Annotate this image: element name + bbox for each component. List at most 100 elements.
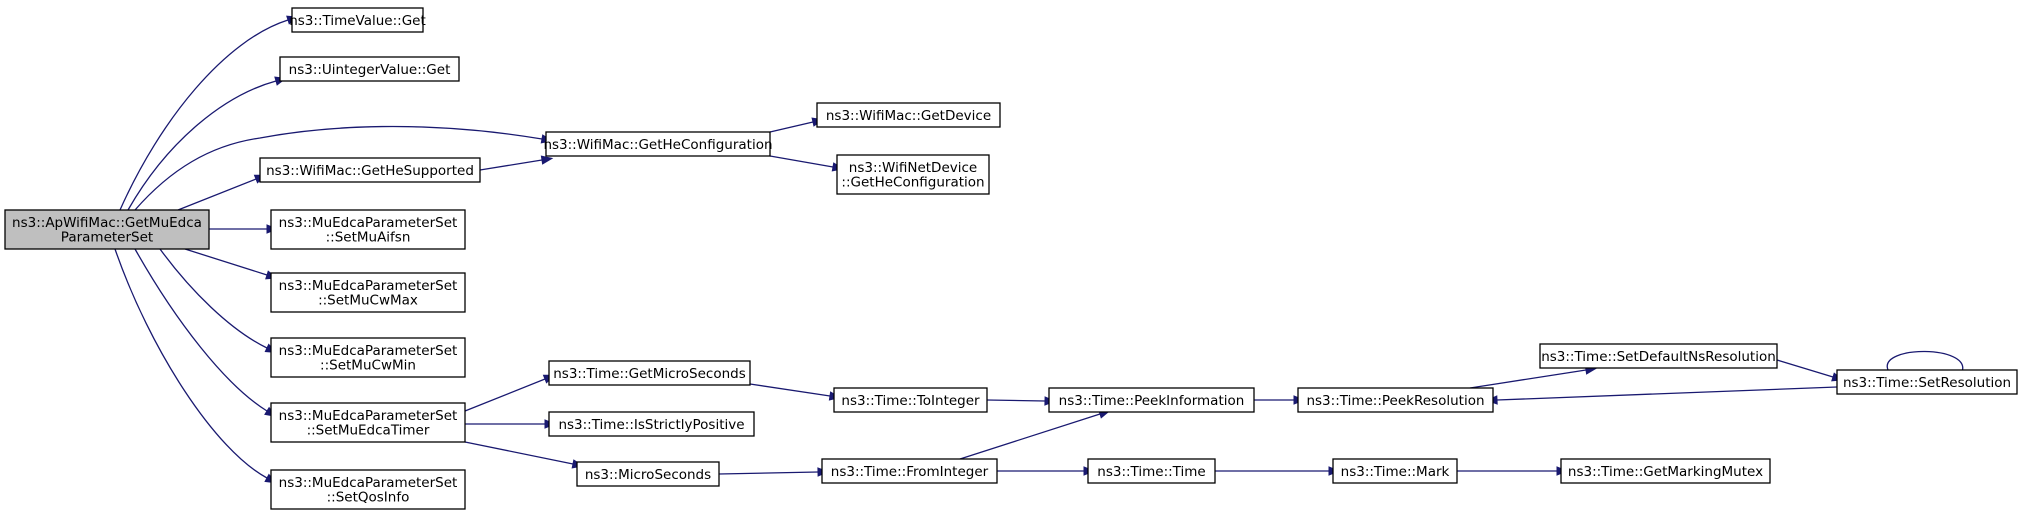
node-uvget[interactable]: ns3::UintegerValue::Get — [279, 56, 460, 82]
node-gms[interactable]: ns3::Time::GetMicroSeconds — [548, 360, 751, 386]
edge-line — [159, 248, 268, 349]
node-label: ns3::MuEdcaParameterSet — [279, 408, 458, 424]
edge-root-to-cwmax — [184, 248, 278, 280]
edge-line — [1886, 350, 1964, 373]
edge-micro-to-fromint — [718, 467, 830, 477]
node-fromint[interactable]: ns3::Time::FromInteger — [821, 458, 998, 484]
node-label: ns3::UintegerValue::Get — [289, 62, 451, 78]
edge-root-to-aifsn — [209, 224, 279, 234]
node-ttime[interactable]: ns3::Time::Time — [1087, 458, 1216, 484]
node-tvget[interactable]: ns3::TimeValue::Get — [289, 7, 426, 33]
node-box — [270, 272, 466, 313]
node-label: ns3::Time::FromInteger — [831, 464, 989, 480]
edge-line — [464, 378, 546, 412]
node-box — [1048, 387, 1255, 413]
node-label: ns3::WifiMac::GetHeSupported — [266, 163, 474, 179]
node-box — [548, 360, 751, 386]
edge-hesup-to-hecfg — [479, 155, 554, 171]
edge-hecfg-to-getdev — [769, 117, 825, 133]
node-qos[interactable]: ns3::MuEdcaParameterSet::SetQosInfo — [270, 469, 466, 510]
node-ndhecfg[interactable]: ns3::WifiNetDevice::GetHeConfiguration — [836, 154, 990, 195]
node-micro[interactable]: ns3::MicroSeconds — [576, 461, 720, 487]
node-box — [548, 411, 755, 437]
edge-line — [177, 178, 257, 211]
node-label: ::SetMuAifsn — [326, 230, 411, 246]
edge-setres-to-peekres — [1485, 386, 1838, 405]
node-box — [1332, 458, 1458, 484]
edge-root-to-qos — [114, 248, 277, 484]
node-cwmin[interactable]: ns3::MuEdcaParameterSet::SetMuCwMin — [270, 337, 466, 378]
node-label: ns3::Time::PeekInformation — [1059, 393, 1245, 409]
edge-gms-to-toint — [749, 383, 842, 401]
node-label: ns3::Time::GetMicroSeconds — [553, 366, 746, 382]
edge-line — [464, 441, 574, 465]
node-label: ns3::MuEdcaParameterSet — [279, 215, 458, 231]
node-label: ns3::MuEdcaParameterSet — [279, 343, 458, 359]
edge-hecfg-to-ndhecfg — [769, 155, 845, 172]
node-cwmax[interactable]: ns3::MuEdcaParameterSet::SetMuCwMax — [270, 272, 466, 313]
node-layer: ns3::ApWifiMac::GetMuEdcaParameterSetns3… — [4, 7, 2018, 510]
node-box — [270, 402, 466, 443]
edge-line — [769, 121, 814, 133]
node-getdev[interactable]: ns3::WifiMac::GetDevice — [816, 102, 1001, 128]
node-label: ::SetQosInfo — [327, 490, 410, 506]
node-hecfg[interactable]: ns3::WifiMac::GetHeConfiguration — [543, 131, 773, 157]
node-label: ns3::Time::PeekResolution — [1306, 393, 1484, 409]
node-label: ns3::Time::IsStrictlyPositive — [558, 417, 744, 433]
edge-line — [134, 248, 268, 412]
node-aifsn[interactable]: ns3::MuEdcaParameterSet::SetMuAifsn — [270, 209, 466, 250]
node-label: ns3::WifiMac::GetDevice — [826, 108, 991, 124]
node-label: ns3::Time::Time — [1097, 464, 1205, 480]
node-mark[interactable]: ns3::Time::Mark — [1332, 458, 1458, 484]
edge-fromint-to-ttime — [997, 466, 1096, 476]
edge-line — [1776, 359, 1834, 378]
node-box — [4, 209, 210, 250]
node-box — [270, 469, 466, 510]
node-box — [833, 387, 988, 413]
node-label: ::SetMuCwMax — [318, 293, 418, 309]
node-hesup[interactable]: ns3::WifiMac::GetHeSupported — [259, 157, 481, 183]
edge-timer-to-micro — [464, 441, 585, 469]
edge-line — [986, 399, 1046, 402]
node-box — [545, 131, 771, 157]
edge-line — [959, 413, 1101, 460]
edge-line — [718, 471, 819, 475]
node-timer[interactable]: ns3::MuEdcaParameterSet::SetMuEdcaTimer — [270, 402, 466, 443]
node-peekinfo[interactable]: ns3::Time::PeekInformation — [1048, 387, 1255, 413]
node-toint[interactable]: ns3::Time::ToInteger — [833, 387, 988, 413]
edge-line — [134, 125, 543, 211]
node-isp[interactable]: ns3::Time::IsStrictlyPositive — [548, 411, 755, 437]
edge-root-to-uvget — [127, 76, 287, 211]
node-box — [270, 209, 466, 250]
node-setdef[interactable]: ns3::Time::SetDefaultNsResolution — [1539, 343, 1778, 369]
node-box — [1560, 458, 1771, 484]
node-setres[interactable]: ns3::Time::SetResolution — [1836, 369, 2018, 395]
node-label: ns3::Time::SetDefaultNsResolution — [1541, 349, 1776, 365]
edge-timer-to-isp — [465, 419, 557, 429]
edge-root-to-hesup — [177, 174, 267, 211]
edge-root-to-timer — [134, 248, 277, 418]
node-box — [816, 102, 1001, 128]
node-peekres[interactable]: ns3::Time::PeekResolution — [1297, 387, 1494, 413]
edge-peekres-to-setdef — [1469, 365, 1598, 389]
edge-peekinfo-to-peekres — [1254, 395, 1306, 405]
node-box — [1087, 458, 1216, 484]
node-box — [270, 337, 466, 378]
node-mutex[interactable]: ns3::Time::GetMarkingMutex — [1560, 458, 1771, 484]
node-label: ns3::ApWifiMac::GetMuEdca — [12, 215, 202, 231]
edge-ttime-to-mark — [1215, 466, 1341, 476]
node-label: ns3::TimeValue::Get — [289, 13, 426, 29]
edge-line — [1496, 386, 1838, 401]
node-box — [291, 7, 424, 33]
node-label: ns3::Time::Mark — [1341, 464, 1450, 480]
node-box — [279, 56, 460, 82]
edge-line — [119, 19, 289, 211]
edge-fromint-to-peekinfo — [959, 409, 1111, 460]
edge-line — [769, 155, 834, 168]
edge-mark-to-mutex — [1457, 466, 1569, 476]
node-box — [836, 154, 990, 195]
edge-line — [184, 248, 268, 276]
node-label: ParameterSet — [61, 230, 153, 246]
node-box — [259, 157, 481, 183]
